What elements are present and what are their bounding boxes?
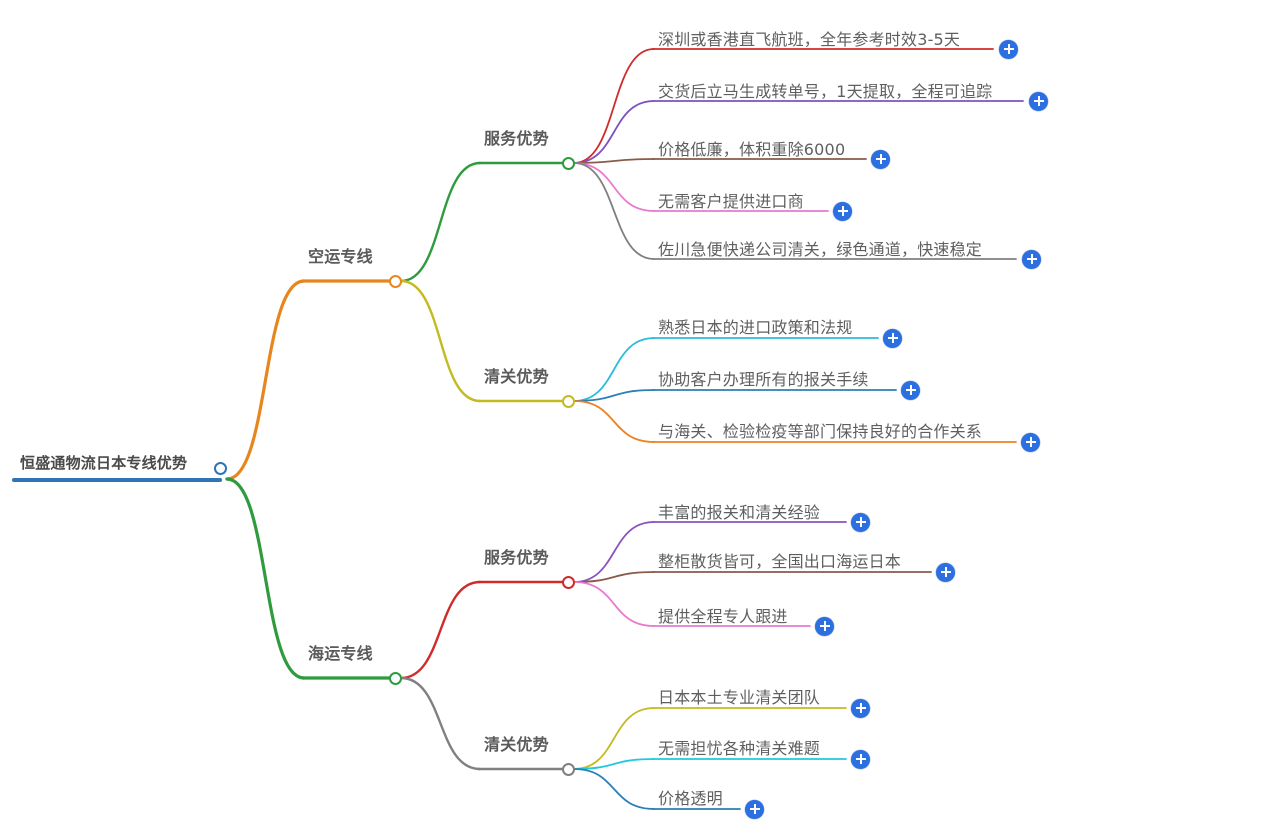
branch-label-air-service[interactable]: 服务优势 (484, 129, 549, 148)
leaf-label-sea-service-2[interactable]: 提供全程专人跟进 (658, 607, 788, 626)
expand-button-sea-service-1[interactable] (936, 562, 955, 582)
leaf-label-air-service-2[interactable]: 价格低廉，体积重除6000 (658, 140, 846, 159)
expand-button-sea-service-0[interactable] (851, 512, 870, 532)
root-node-label[interactable]: 恒盛通物流日本专线优势 (20, 454, 188, 472)
edge-air-customs-leaf-1 (573, 389, 655, 402)
expand-button-air-customs-1[interactable] (901, 380, 920, 400)
leaf-label-sea-service-1[interactable]: 整柜散货皆可，全国出口海运日本 (658, 552, 902, 571)
expand-button-air-customs-0[interactable] (883, 328, 902, 348)
edge-air-to-air-customs (399, 279, 482, 403)
edge-sea-customs-leaf-0 (573, 707, 655, 770)
branch-node-sea-service[interactable] (561, 575, 575, 589)
leaf-label-air-customs-2[interactable]: 与海关、检验检疫等部门保持良好的合作关系 (658, 422, 983, 441)
branch-label-sea[interactable]: 海运专线 (308, 644, 373, 663)
leaf-label-sea-customs-1[interactable]: 无需担忧各种清关难题 (658, 739, 821, 758)
edge-sea-service-leaf-0 (573, 521, 655, 583)
branch-node-air-customs[interactable] (561, 394, 575, 408)
expand-button-sea-service-2[interactable] (815, 616, 834, 636)
edge-sea-service-leaf-2 (573, 581, 655, 627)
edge-root-to-sea (225, 477, 306, 680)
leaf-label-air-service-4[interactable]: 佐川急便快递公司清关，绿色通道，快速稳定 (658, 240, 983, 259)
leaf-label-sea-customs-2[interactable]: 价格透明 (658, 789, 723, 808)
leaf-label-air-customs-0[interactable]: 熟悉日本的进口政策和法规 (658, 318, 853, 337)
branch-label-air[interactable]: 空运专线 (308, 247, 373, 266)
edge-sea-to-sea-customs (399, 676, 482, 771)
root-node-dot[interactable] (213, 461, 227, 475)
edge-sea-to-sea-service (399, 580, 482, 680)
edge-air-to-air-service (399, 161, 482, 283)
edge-air-service-leaf-0 (573, 48, 655, 164)
branch-label-sea-customs[interactable]: 清关优势 (484, 735, 549, 754)
branch-node-sea-customs[interactable] (561, 762, 575, 776)
expand-button-air-service-1[interactable] (1029, 91, 1048, 111)
expand-button-air-service-3[interactable] (833, 201, 852, 221)
edge-sea-customs-leaf-1 (573, 758, 655, 770)
edge-air-service-leaf-2 (573, 158, 655, 164)
leaf-label-air-service-3[interactable]: 无需客户提供进口商 (658, 192, 804, 211)
edge-air-customs-leaf-2 (573, 400, 655, 443)
expand-button-sea-customs-2[interactable] (745, 799, 764, 819)
expand-button-sea-customs-1[interactable] (851, 749, 870, 769)
leaf-label-air-customs-1[interactable]: 协助客户办理所有的报关手续 (658, 370, 869, 389)
edge-air-service-leaf-4 (573, 162, 655, 260)
expand-button-sea-customs-0[interactable] (851, 698, 870, 718)
edge-air-customs-leaf-0 (573, 337, 655, 402)
expand-button-air-service-4[interactable] (1022, 249, 1041, 269)
expand-button-air-service-2[interactable] (871, 149, 890, 169)
leaf-label-air-service-1[interactable]: 交货后立马生成转单号，1天提取，全程可追踪 (658, 82, 993, 101)
edge-sea-service-leaf-1 (573, 571, 655, 583)
edge-root-to-air (225, 279, 306, 481)
edge-air-service-leaf-1 (573, 100, 655, 164)
branch-node-air[interactable] (388, 274, 402, 288)
expand-button-air-service-0[interactable] (999, 39, 1018, 59)
edge-sea-customs-leaf-2 (573, 768, 655, 810)
leaf-label-sea-service-0[interactable]: 丰富的报关和清关经验 (658, 503, 821, 522)
branch-node-sea[interactable] (388, 671, 402, 685)
leaf-label-air-service-0[interactable]: 深圳或香港直飞航班，全年参考时效3-5天 (658, 30, 961, 49)
leaf-label-sea-customs-0[interactable]: 日本本土专业清关团队 (658, 688, 821, 707)
branch-node-air-service[interactable] (561, 156, 575, 170)
expand-button-air-customs-2[interactable] (1021, 432, 1040, 452)
branch-label-air-customs[interactable]: 清关优势 (484, 367, 549, 386)
branch-label-sea-service[interactable]: 服务优势 (484, 548, 549, 567)
edge-air-service-leaf-3 (573, 162, 655, 212)
